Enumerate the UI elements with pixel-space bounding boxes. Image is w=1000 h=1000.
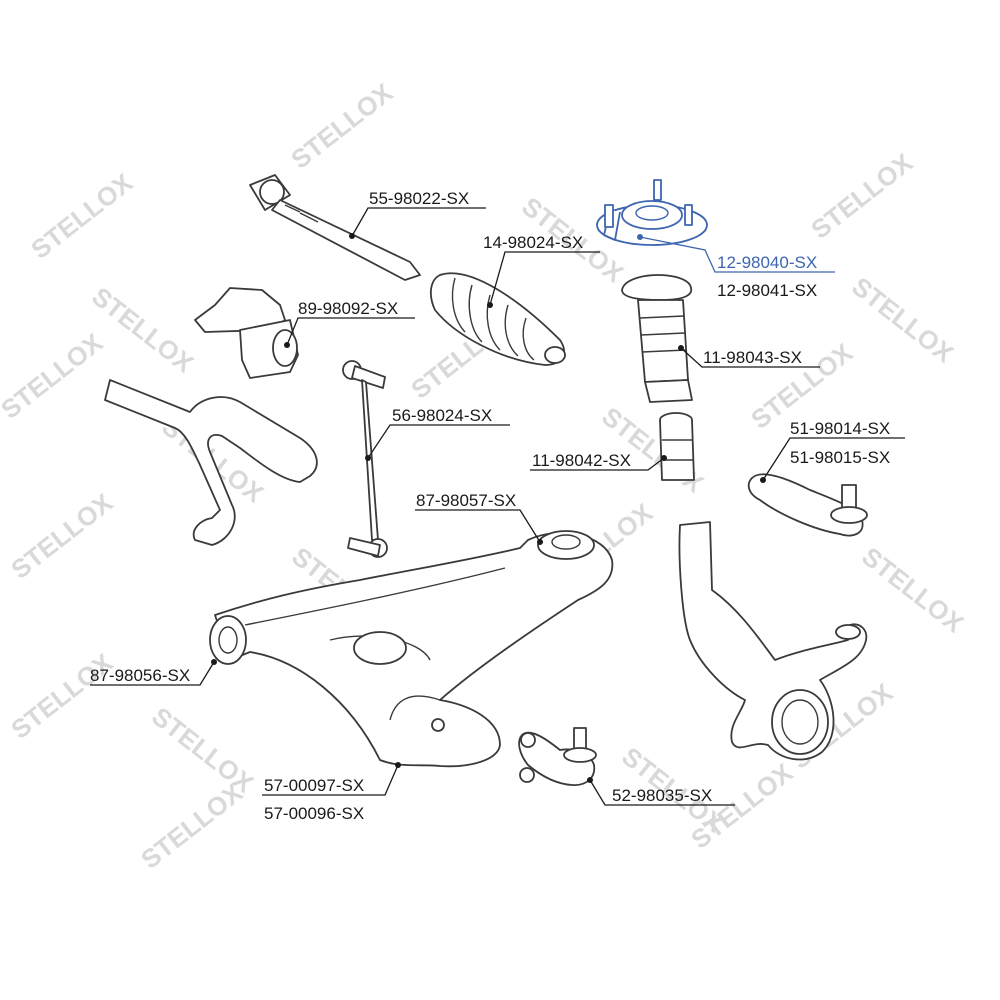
label-87-98057: 87-98057-SX	[416, 491, 516, 510]
watermark: STELLOX	[5, 487, 118, 585]
label-12-98040: 12-98040-SX	[717, 253, 817, 272]
stabilizer-bushing	[194, 287, 299, 379]
steering-knuckle	[678, 521, 868, 761]
label-57-00097: 57-00097-SX	[264, 776, 364, 795]
watermark: STELLOX	[86, 281, 199, 379]
label-89-98092: 89-98092-SX	[298, 299, 398, 318]
label-87-98056: 87-98056-SX	[90, 666, 190, 685]
watermark: STELLOX	[135, 777, 248, 875]
watermark: STELLOX	[5, 647, 118, 745]
label-11-98042: 11-98042-SX	[532, 451, 631, 470]
label-51-98014: 51-98014-SX	[790, 419, 890, 438]
label-11-98043: 11-98043-SX	[703, 348, 802, 367]
label-56-98024: 56-98024-SX	[392, 406, 492, 425]
tie-rod-end	[747, 473, 868, 537]
watermark: STELLOX	[0, 327, 109, 425]
steering-rack-boot	[429, 272, 566, 366]
label-51-98015: 51-98015-SX	[790, 448, 890, 467]
label-12-98041: 12-98041-SX	[717, 281, 817, 300]
watermark: STELLOX	[25, 167, 138, 265]
label-14-98024: 14-98024-SX	[483, 233, 583, 252]
front-bushing	[209, 615, 247, 665]
part-labels: 55-98022-SX 14-98024-SX 12-98040-SX 12-9…	[90, 189, 890, 823]
watermark: STELLOX	[805, 147, 918, 245]
leader-lines	[90, 207, 905, 806]
label-52-98035: 52-98035-SX	[612, 786, 712, 805]
label-57-00096: 57-00096-SX	[264, 804, 364, 823]
watermark: STELLOX	[846, 271, 959, 369]
inner-tie-rod	[249, 174, 421, 281]
strut-mount	[596, 179, 708, 246]
bump-stop	[659, 412, 695, 481]
watermark: STELLOX	[856, 541, 969, 639]
watermark: STELLOX	[285, 77, 398, 175]
stabilizer-bar	[104, 379, 318, 546]
label-55-98022: 55-98022-SX	[369, 189, 469, 208]
lower-control-arm	[214, 530, 614, 768]
ball-joint	[518, 727, 597, 786]
strut-bellows	[621, 274, 693, 403]
watermark: STELLOX	[146, 701, 259, 799]
stabilizer-link	[342, 360, 388, 558]
